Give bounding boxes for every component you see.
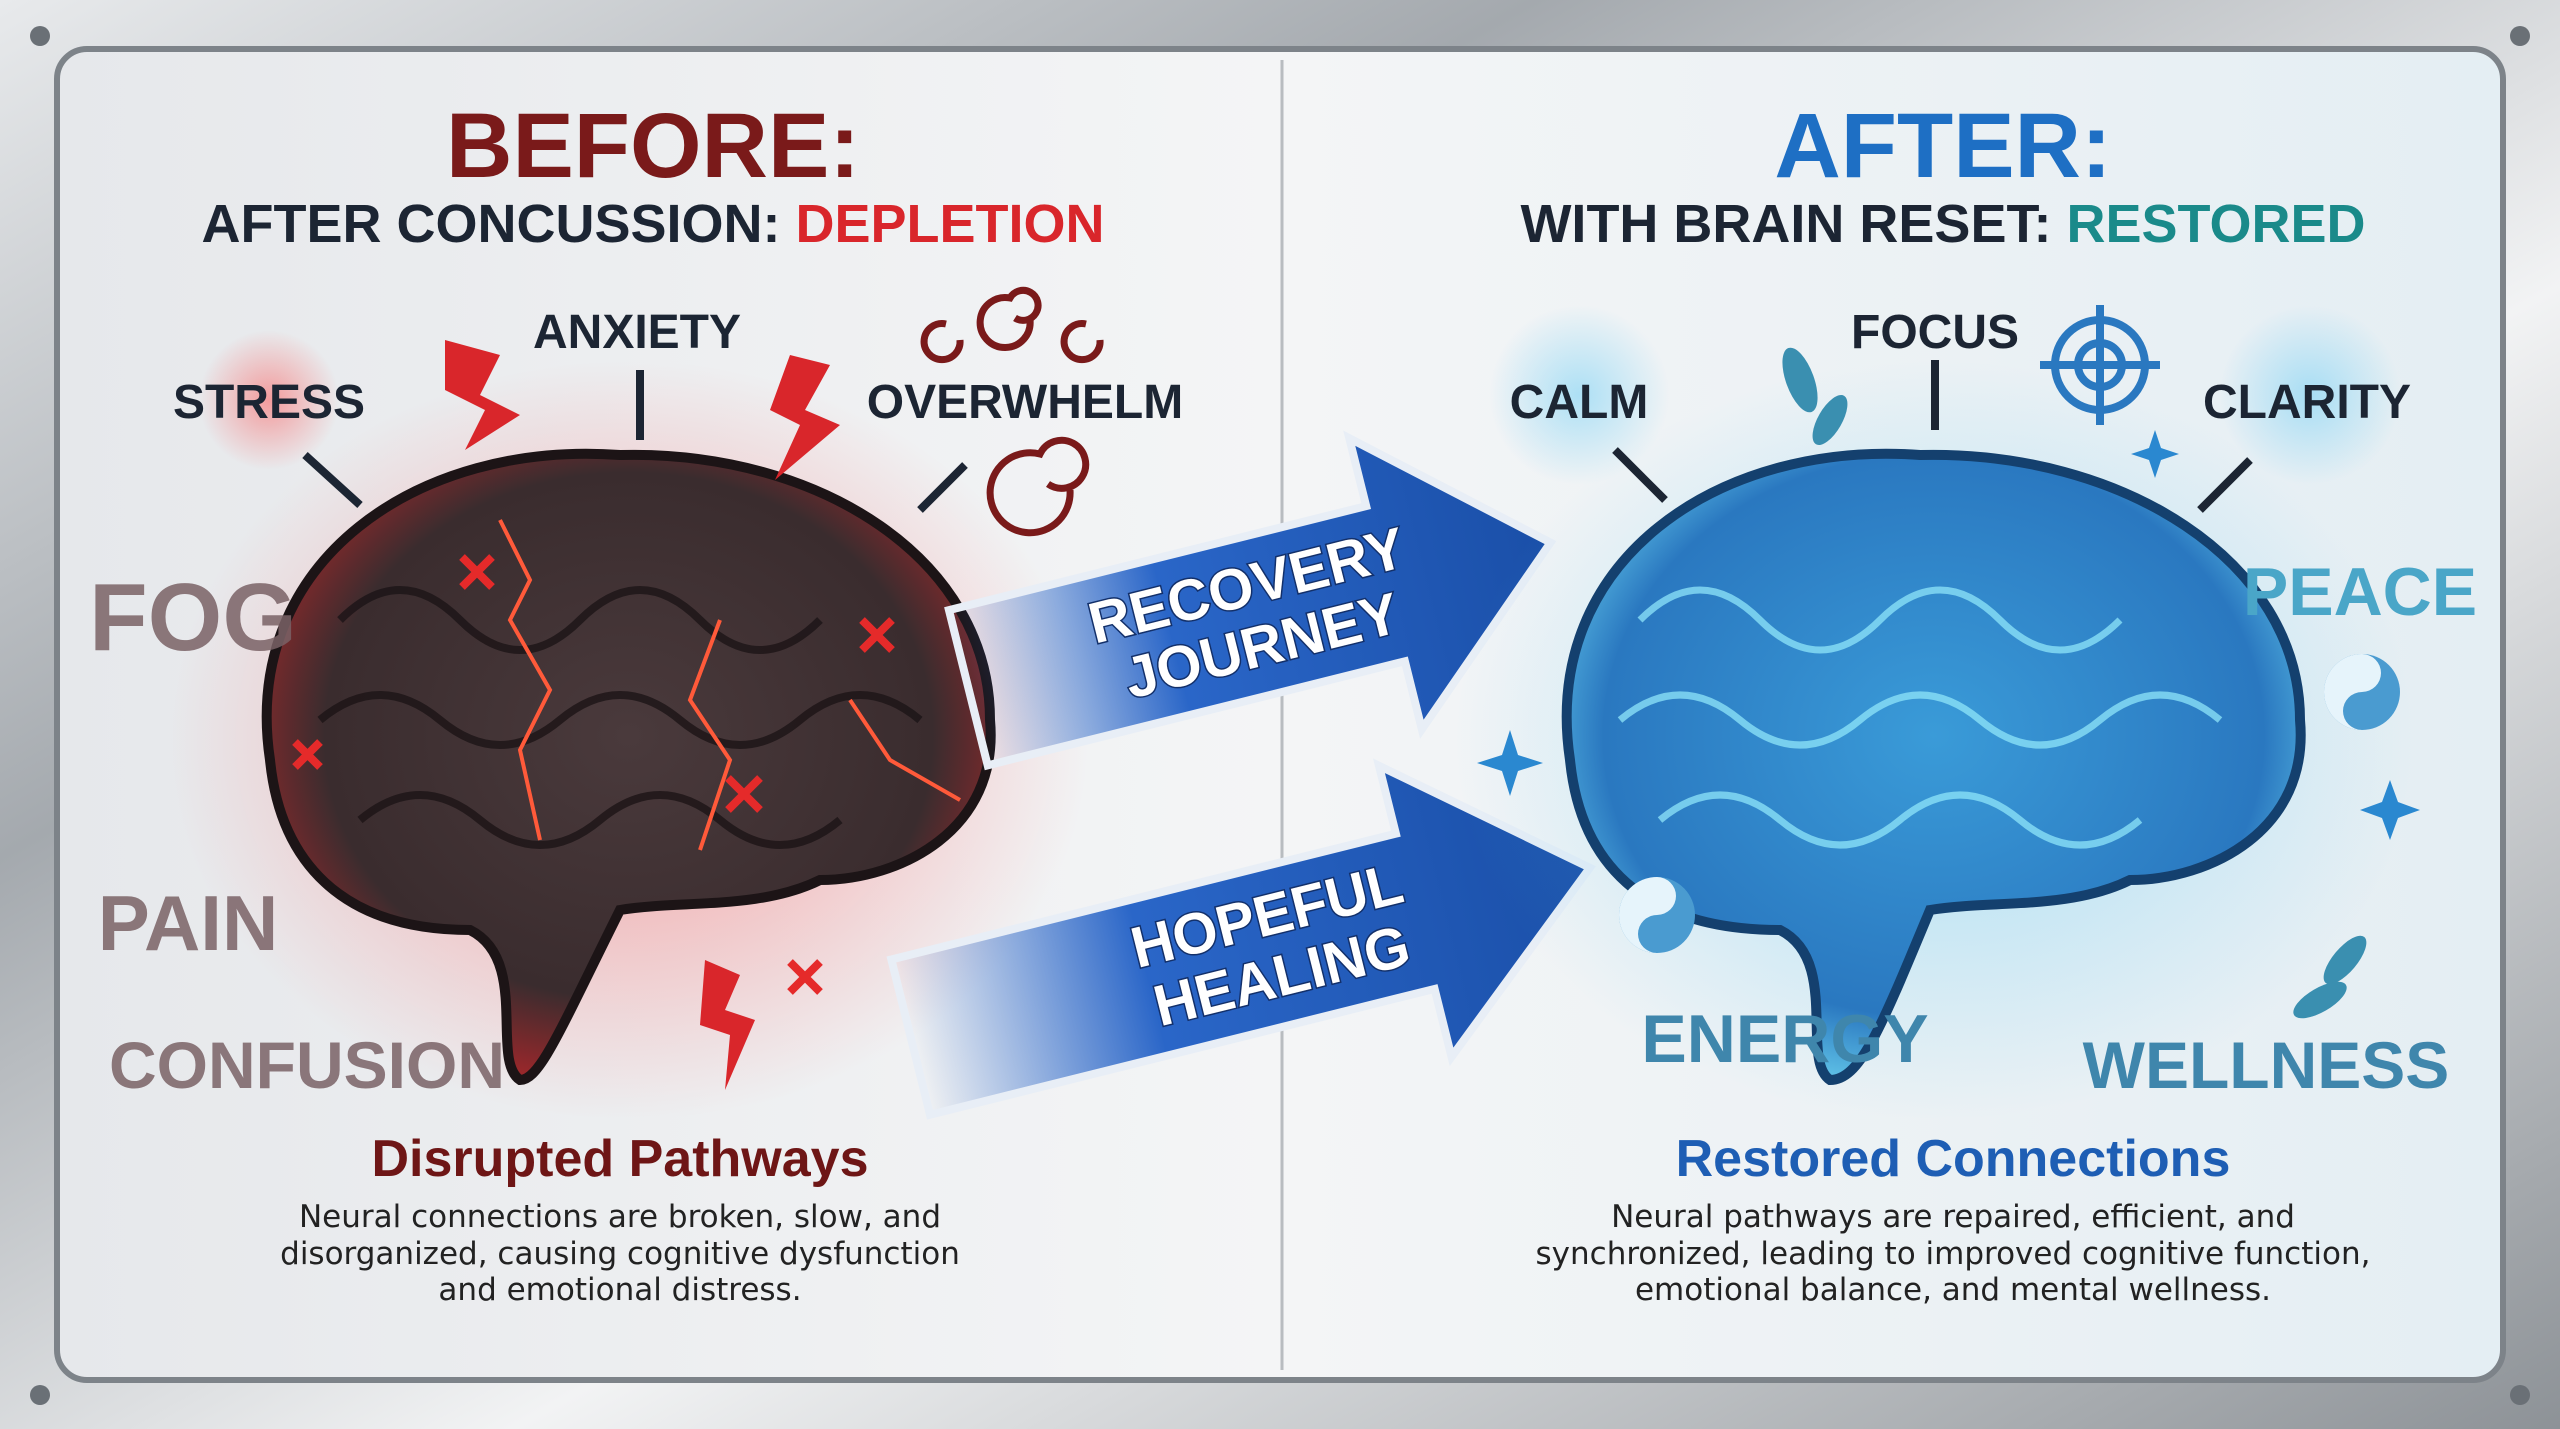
blue-brain-illustration bbox=[1455, 360, 2415, 1120]
calm-glow bbox=[1489, 305, 1669, 485]
after-subtitle: WITH BRAIN RESET: RESTORED bbox=[1520, 194, 2365, 254]
error-x-icons bbox=[292, 554, 895, 995]
before-subtitle: AFTER CONCUSSION: DEPLETION bbox=[201, 194, 1104, 254]
direction-arrows-left bbox=[302, 370, 968, 513]
label-anxiety: ANXIETY bbox=[533, 306, 741, 359]
label-calm: CALM bbox=[1510, 376, 1649, 429]
label-clarity: CLARITY bbox=[2203, 376, 2411, 429]
spiral-icon bbox=[920, 286, 1104, 537]
label-overwhelm: OVERWHELM bbox=[867, 376, 1183, 429]
arrow-hopeful-healing: HOPEFUL HEALING bbox=[886, 758, 1596, 1120]
after-title: AFTER: bbox=[1774, 95, 2111, 197]
stress-glow bbox=[199, 330, 339, 470]
red-brain-illustration bbox=[169, 360, 1089, 1120]
frame-screws bbox=[30, 26, 2530, 1405]
before-description-line: Neural connections are broken, slow, and bbox=[299, 1199, 941, 1235]
label-peace: PEACE bbox=[2243, 554, 2477, 630]
yin-yang-icon bbox=[1619, 654, 2400, 953]
label-confusion: CONFUSION bbox=[109, 1028, 505, 1102]
label-energy: ENERGY bbox=[1641, 1001, 1928, 1077]
before-heading: Disrupted Pathways bbox=[371, 1130, 868, 1188]
label-wellness: WELLNESS bbox=[2083, 1028, 2450, 1102]
target-icon bbox=[2040, 305, 2160, 425]
sparkle-icon bbox=[1477, 430, 2420, 840]
lightning-icon bbox=[445, 340, 840, 1090]
before-description-line: disorganized, causing cognitive dysfunct… bbox=[280, 1236, 960, 1272]
clarity-glow bbox=[2220, 305, 2400, 485]
label-stress: STRESS bbox=[173, 376, 365, 429]
leaf-icon bbox=[1782, 347, 2367, 1019]
after-description-line: synchronized, leading to improved cognit… bbox=[1536, 1236, 2371, 1272]
label-pain: PAIN bbox=[98, 879, 279, 967]
after-heading: Restored Connections bbox=[1676, 1130, 2231, 1188]
label-focus: FOCUS bbox=[1851, 306, 2019, 359]
after-description-line: emotional balance, and mental wellness. bbox=[1635, 1272, 2271, 1308]
label-fog: FOG bbox=[89, 564, 297, 671]
before-description-line: and emotional distress. bbox=[438, 1272, 801, 1308]
direction-arrows-right bbox=[1612, 360, 2253, 513]
after-description-line: Neural pathways are repaired, efficient,… bbox=[1611, 1199, 2295, 1235]
before-title: BEFORE: bbox=[446, 95, 860, 197]
